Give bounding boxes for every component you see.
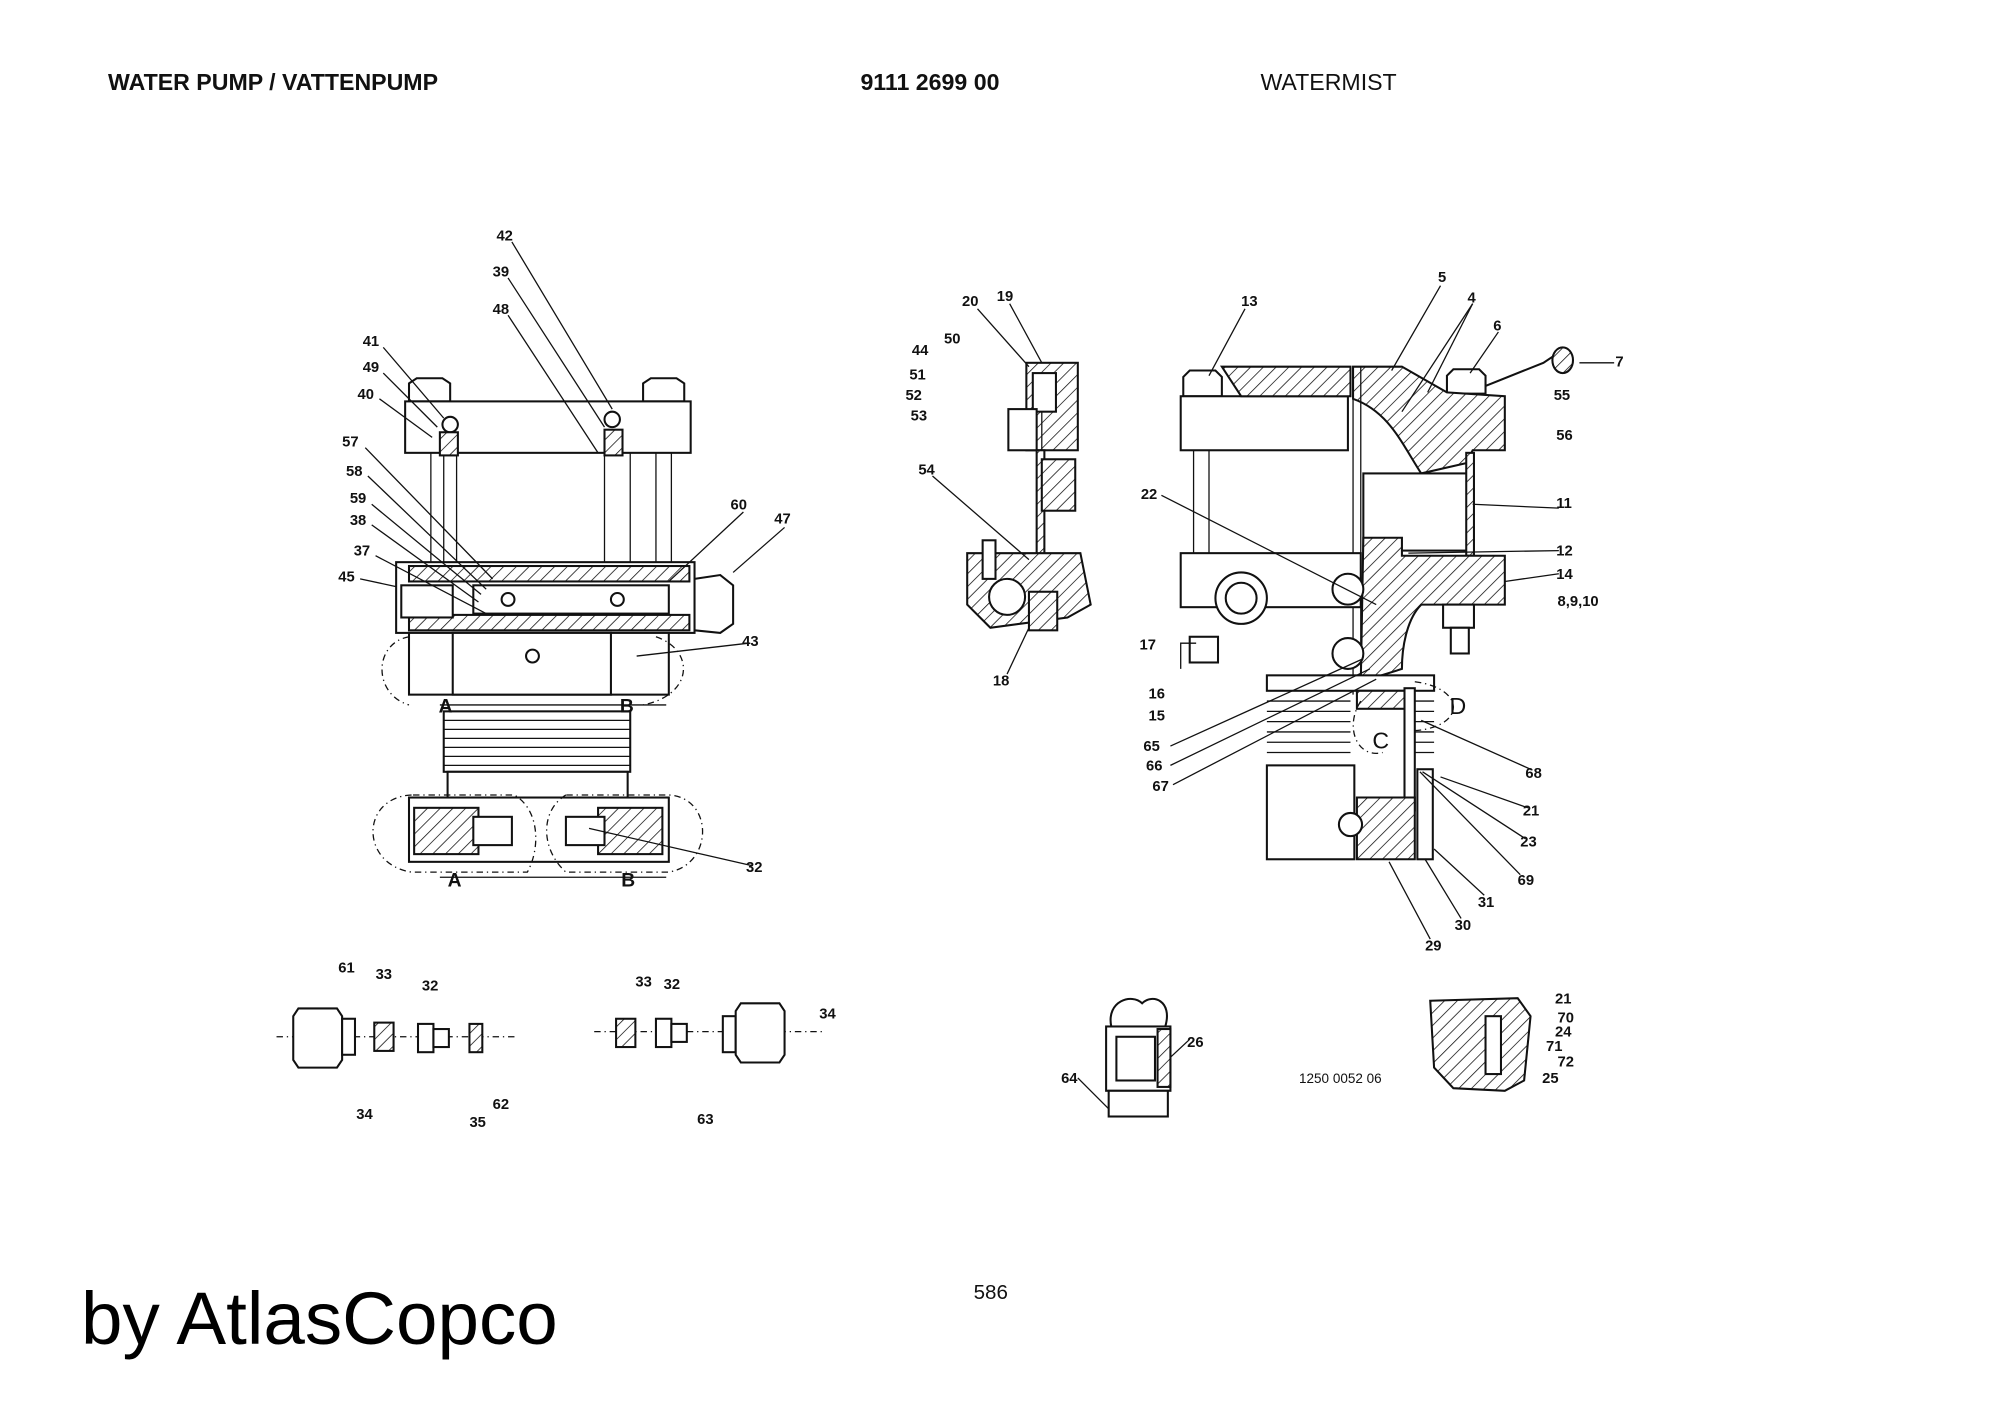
drawing-reference: 1250 0052 06 [1299, 1071, 1382, 1086]
callout: 18 [993, 674, 1009, 690]
callouts-left-parts: 61 33 32 34 35 62 33 32 34 63 [338, 960, 836, 1130]
callout: 22 [1141, 487, 1157, 503]
callout: 26 [1187, 1035, 1203, 1051]
callout: 20 [962, 294, 978, 310]
callout: 71 [1546, 1039, 1562, 1055]
callout: 50 [944, 332, 960, 348]
callout: 25 [1542, 1071, 1558, 1087]
callout: 53 [911, 409, 927, 425]
page-title: WATER PUMP / VATTENPUMP [108, 69, 438, 95]
callout: 12 [1556, 544, 1572, 560]
callout: 29 [1425, 939, 1441, 955]
callout: 65 [1143, 739, 1159, 755]
callout: 33 [376, 967, 392, 983]
callout: 54 [918, 463, 935, 479]
callout: 14 [1556, 567, 1573, 583]
callout: 49 [363, 360, 379, 376]
section-marker: A [448, 870, 462, 891]
callout: 40 [358, 387, 374, 403]
callout: 64 [1061, 1071, 1078, 1087]
callout: 33 [635, 975, 651, 991]
callouts-bottom: 26 64 21 70 24 71 72 25 [1061, 991, 1574, 1087]
callout: 66 [1146, 759, 1162, 775]
callout: 4 [1468, 290, 1477, 306]
callout: 70 [1558, 1011, 1574, 1027]
callout: 21 [1555, 991, 1571, 1007]
callout: 62 [493, 1097, 509, 1113]
callout: 72 [1558, 1054, 1574, 1070]
callouts-valve: 20 19 50 44 51 52 53 54 18 [905, 289, 1013, 690]
callout: 34 [356, 1107, 373, 1123]
part-number: 9111 2699 00 [860, 69, 999, 95]
callout: 5 [1438, 270, 1446, 286]
callout: 7 [1615, 355, 1623, 371]
leader-lines [359, 241, 1615, 1110]
valve-detail [966, 361, 1092, 632]
callout: 68 [1525, 766, 1541, 782]
callout: 17 [1140, 638, 1156, 654]
callout: 6 [1493, 319, 1501, 335]
callout: 32 [422, 978, 438, 994]
callout: 24 [1555, 1025, 1572, 1041]
callout: 8,9,10 [1558, 594, 1599, 610]
page-number: 586 [974, 1281, 1008, 1304]
callout: 41 [363, 334, 379, 350]
callout: 11 [1556, 496, 1572, 512]
section-marker: B [621, 870, 635, 891]
callout: 51 [909, 368, 925, 384]
callout: 57 [342, 434, 358, 450]
callout: 39 [493, 265, 509, 281]
callout: 60 [731, 497, 747, 513]
callout: 16 [1149, 686, 1165, 702]
callout: 42 [496, 229, 512, 245]
callout: 44 [912, 343, 929, 359]
callout: 32 [746, 860, 762, 876]
callout: 58 [346, 464, 362, 480]
callout: 38 [350, 513, 366, 529]
category-label: WATERMIST [1260, 69, 1396, 95]
callouts-right-assembly: 13 5 4 6 7 55 56 11 22 12 14 8,9,10 17 1… [1140, 270, 1624, 955]
brand-watermark: by AtlasCopco [81, 1276, 558, 1360]
callout: 37 [354, 544, 370, 560]
callout: 69 [1518, 873, 1534, 889]
callout: 35 [469, 1115, 485, 1131]
callout: 15 [1149, 708, 1165, 724]
callout: 52 [905, 388, 921, 404]
callout: 19 [997, 289, 1013, 305]
detail-marker: D [1450, 693, 1467, 719]
callout: 13 [1241, 294, 1257, 310]
callout: 56 [1556, 428, 1572, 444]
callout: 21 [1523, 804, 1539, 820]
callout: 31 [1478, 895, 1494, 911]
left-pump-assembly [372, 377, 735, 878]
callout: 30 [1455, 918, 1471, 934]
callout: 48 [493, 302, 509, 318]
section-marker: B [620, 697, 634, 718]
right-pump-assembly [1179, 346, 1575, 861]
callouts-left-assembly: 42 39 48 41 49 40 57 58 59 38 37 45 60 4… [338, 229, 790, 892]
section-marker: A [439, 697, 453, 718]
callout: 32 [664, 977, 680, 993]
callout: 59 [350, 491, 366, 507]
callout: 67 [1152, 779, 1168, 795]
callout: 61 [338, 960, 354, 976]
detail-marker: C [1372, 728, 1389, 754]
callout: 47 [774, 512, 790, 528]
left-small-parts [276, 1002, 824, 1069]
callout: 55 [1554, 388, 1570, 404]
callout: 45 [338, 569, 354, 585]
callout: 43 [742, 634, 758, 650]
bottom-parts [1105, 997, 1532, 1118]
callout: 63 [697, 1112, 713, 1128]
callout: 23 [1520, 834, 1536, 850]
callout: 34 [819, 1007, 836, 1023]
